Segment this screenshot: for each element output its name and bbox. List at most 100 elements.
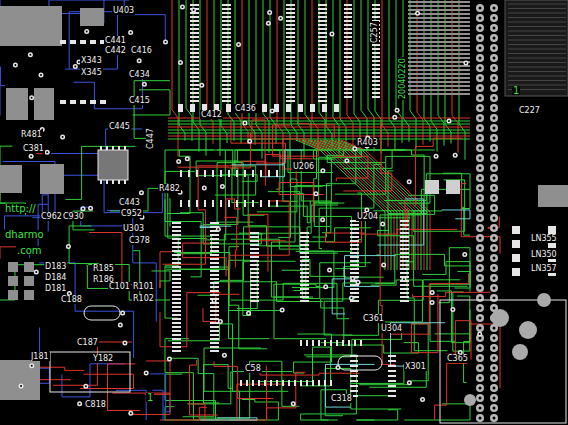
via xyxy=(479,297,482,300)
trace xyxy=(408,85,470,87)
pad xyxy=(222,44,231,46)
via xyxy=(479,367,482,370)
via xyxy=(82,208,84,210)
pad xyxy=(330,340,332,346)
trace xyxy=(508,8,566,9)
via xyxy=(163,40,168,45)
trace xyxy=(508,67,566,68)
via xyxy=(476,24,484,32)
pad xyxy=(350,256,359,258)
via xyxy=(29,54,31,56)
via xyxy=(476,324,484,332)
via xyxy=(493,417,496,420)
pad xyxy=(190,88,199,90)
via xyxy=(479,107,482,110)
via xyxy=(479,37,482,40)
via xyxy=(248,312,250,314)
via xyxy=(493,117,496,120)
via xyxy=(34,269,39,274)
pad xyxy=(222,92,231,94)
pad xyxy=(318,100,327,102)
via xyxy=(479,97,482,100)
pad xyxy=(180,200,182,207)
pad xyxy=(222,88,231,90)
trace xyxy=(168,127,470,128)
via xyxy=(493,57,496,60)
trace xyxy=(165,252,230,269)
pad xyxy=(344,36,352,38)
pad xyxy=(172,250,181,252)
via xyxy=(407,380,412,385)
via xyxy=(476,404,484,412)
via xyxy=(479,257,482,260)
pad xyxy=(354,340,356,346)
pad xyxy=(118,146,120,150)
pad xyxy=(322,104,327,112)
via xyxy=(479,397,482,400)
via xyxy=(493,177,496,180)
pad xyxy=(300,244,309,246)
pad xyxy=(172,314,181,316)
via xyxy=(453,153,458,158)
via xyxy=(46,151,48,153)
via xyxy=(291,401,296,406)
via xyxy=(465,62,467,64)
via xyxy=(476,384,484,392)
via xyxy=(476,164,484,172)
pad xyxy=(318,340,320,346)
pad xyxy=(100,146,102,150)
pad xyxy=(300,236,309,238)
via xyxy=(454,154,456,156)
via xyxy=(84,29,89,34)
pad xyxy=(318,88,327,90)
trace xyxy=(343,150,434,168)
pad xyxy=(344,24,352,26)
via xyxy=(493,347,496,350)
via xyxy=(476,104,484,112)
pad xyxy=(250,292,259,294)
via xyxy=(512,344,528,360)
trace xyxy=(168,133,470,134)
trace xyxy=(378,230,468,286)
pad xyxy=(222,12,231,14)
via xyxy=(493,227,496,230)
trace xyxy=(237,366,285,420)
pad xyxy=(190,92,199,94)
via xyxy=(493,27,496,30)
pad xyxy=(350,240,359,242)
trace xyxy=(165,238,207,318)
pad xyxy=(312,340,314,346)
pad xyxy=(350,244,359,246)
pad xyxy=(372,92,380,94)
trace xyxy=(408,41,470,43)
pad xyxy=(388,365,396,367)
pad xyxy=(286,40,295,42)
pad xyxy=(250,252,259,254)
via xyxy=(493,357,496,360)
pad xyxy=(228,200,230,207)
trace xyxy=(183,243,226,276)
via xyxy=(185,156,190,161)
via xyxy=(193,9,195,11)
pad xyxy=(244,200,246,207)
via xyxy=(479,117,482,120)
via xyxy=(493,297,496,300)
trace xyxy=(298,0,304,158)
via xyxy=(490,44,498,52)
pad xyxy=(372,56,380,58)
part-label: C930 xyxy=(62,212,85,221)
via xyxy=(73,64,78,69)
pad xyxy=(538,185,568,207)
pad xyxy=(372,72,380,74)
pad xyxy=(350,292,359,294)
pad xyxy=(310,104,315,112)
via xyxy=(179,61,181,63)
via xyxy=(479,277,482,280)
trace xyxy=(408,49,470,51)
pad xyxy=(344,56,352,58)
pad xyxy=(172,238,181,240)
pad xyxy=(300,276,309,278)
part-label: U304 xyxy=(380,324,403,333)
pad xyxy=(250,248,259,250)
